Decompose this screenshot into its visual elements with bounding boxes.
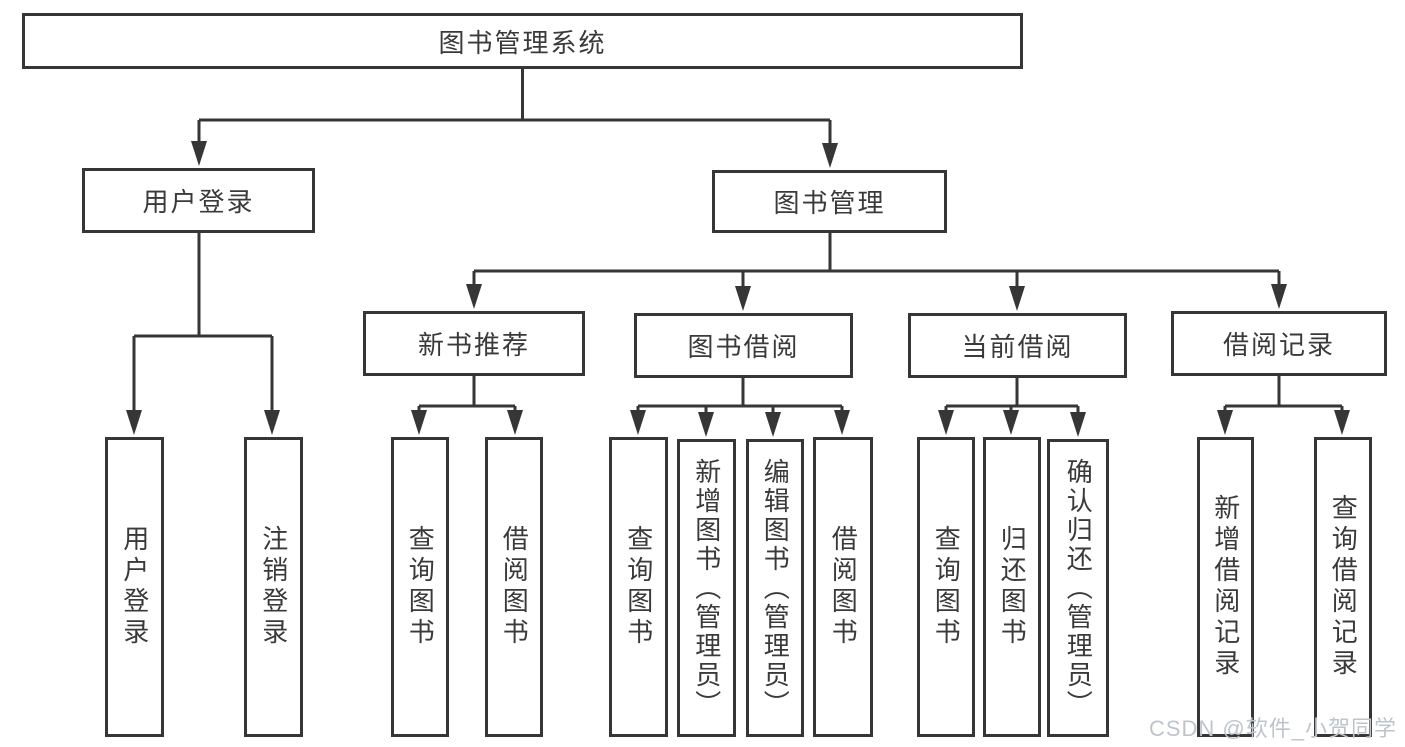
node-new-book-recommend: 新书推荐 bbox=[363, 311, 585, 376]
node-user-login-label: 用户登录 bbox=[142, 187, 255, 217]
node-book-management-label: 图书管理 bbox=[773, 188, 886, 218]
arrowheads bbox=[126, 141, 1350, 437]
node-new-book-recommend-label: 新书推荐 bbox=[417, 330, 530, 360]
leaf-borrow-query-label: 查询图书 bbox=[623, 525, 654, 649]
node-borrow-records: 借阅记录 bbox=[1171, 311, 1387, 376]
leaf-borrow-edit-admin: 编辑图书（管理员） bbox=[746, 439, 804, 737]
leaf-user-login-label: 用户登录 bbox=[119, 525, 150, 649]
leaf-borrow-edit-admin-label: 编辑图书（管理员） bbox=[760, 457, 791, 719]
leaf-borrow-borrow-label: 借阅图书 bbox=[828, 525, 859, 649]
connector-paths bbox=[132, 69, 1344, 422]
leaf-borrow-add-admin: 新增图书（管理员） bbox=[677, 439, 736, 737]
node-root-label: 图书管理系统 bbox=[438, 27, 607, 58]
leaf-borrow-borrow: 借阅图书 bbox=[813, 437, 873, 737]
leaf-current-confirm-admin-label: 确认归还（管理员） bbox=[1063, 457, 1094, 719]
leaf-current-return: 归还图书 bbox=[983, 437, 1041, 737]
leaf-newbooks-borrow-label: 借阅图书 bbox=[499, 525, 530, 649]
leaf-records-add-label: 新增借阅记录 bbox=[1210, 494, 1241, 680]
node-current-borrow: 当前借阅 bbox=[908, 313, 1127, 378]
leaf-records-add: 新增借阅记录 bbox=[1197, 437, 1254, 737]
leaf-current-query: 查询图书 bbox=[917, 437, 975, 737]
leaf-current-confirm-admin: 确认归还（管理员） bbox=[1047, 439, 1109, 737]
leaf-borrow-add-admin-label: 新增图书（管理员） bbox=[691, 457, 722, 719]
node-root: 图书管理系统 bbox=[22, 13, 1023, 69]
leaf-current-query-label: 查询图书 bbox=[931, 525, 962, 649]
leaf-logout-label: 注销登录 bbox=[258, 525, 289, 649]
leaf-logout: 注销登录 bbox=[244, 437, 303, 737]
node-book-borrow-label: 图书借阅 bbox=[687, 332, 800, 362]
leaf-records-query: 查询借阅记录 bbox=[1314, 437, 1372, 737]
node-current-borrow-label: 当前借阅 bbox=[961, 332, 1074, 362]
leaf-current-return-label: 归还图书 bbox=[997, 525, 1028, 649]
leaf-user-login: 用户登录 bbox=[105, 437, 164, 737]
node-book-borrow: 图书借阅 bbox=[634, 313, 853, 378]
node-user-login: 用户登录 bbox=[82, 168, 315, 233]
leaf-newbooks-borrow: 借阅图书 bbox=[485, 437, 543, 737]
leaf-newbooks-query: 查询图书 bbox=[391, 437, 449, 737]
csdn-watermark: CSDN @软件_小贺同学 bbox=[1148, 716, 1397, 741]
leaf-borrow-query: 查询图书 bbox=[609, 437, 668, 737]
leaf-newbooks-query-label: 查询图书 bbox=[405, 525, 436, 649]
node-book-management: 图书管理 bbox=[712, 170, 947, 233]
leaf-records-query-label: 查询借阅记录 bbox=[1328, 494, 1359, 680]
node-borrow-records-label: 借阅记录 bbox=[1222, 330, 1335, 360]
